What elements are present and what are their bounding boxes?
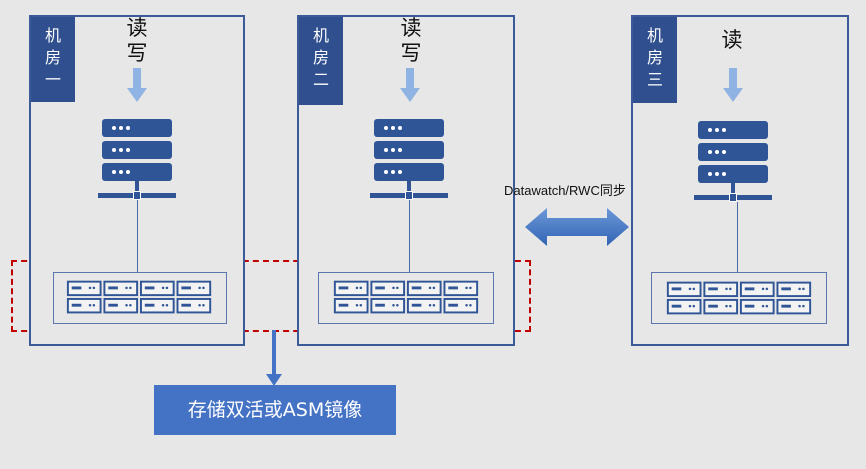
datacenter-2-label: 机 房 二 (299, 17, 343, 105)
down-arrow-icon (127, 68, 147, 102)
active-active-storage-group (11, 260, 531, 332)
datacenter-3-label: 机 房 三 (633, 17, 677, 103)
datacenter-3-access-mode: 读 (721, 28, 743, 52)
server-icon (98, 119, 176, 200)
datacenter-1-access-mode: 读 写 (126, 16, 148, 65)
bidirectional-arrow-icon (525, 208, 629, 246)
server-icon (370, 119, 448, 200)
storage-array-icon (318, 272, 494, 324)
storage-mirror-box: 存储双活或ASM镜像 (154, 385, 396, 435)
storage-array-icon (53, 272, 227, 324)
storage-array-icon (651, 272, 827, 324)
datacenter-1-label: 机 房 一 (31, 17, 75, 102)
server-storage-link (409, 200, 410, 272)
down-arrow-icon (400, 68, 420, 102)
mirror-connector-arrow (266, 330, 282, 386)
server-storage-link (137, 200, 138, 272)
datacenter-2-access-mode: 读 写 (400, 16, 422, 65)
server-icon (694, 121, 772, 202)
sync-label: Datawatch/RWC同步 (504, 183, 626, 198)
server-storage-link (737, 202, 738, 272)
down-arrow-icon (723, 68, 743, 102)
